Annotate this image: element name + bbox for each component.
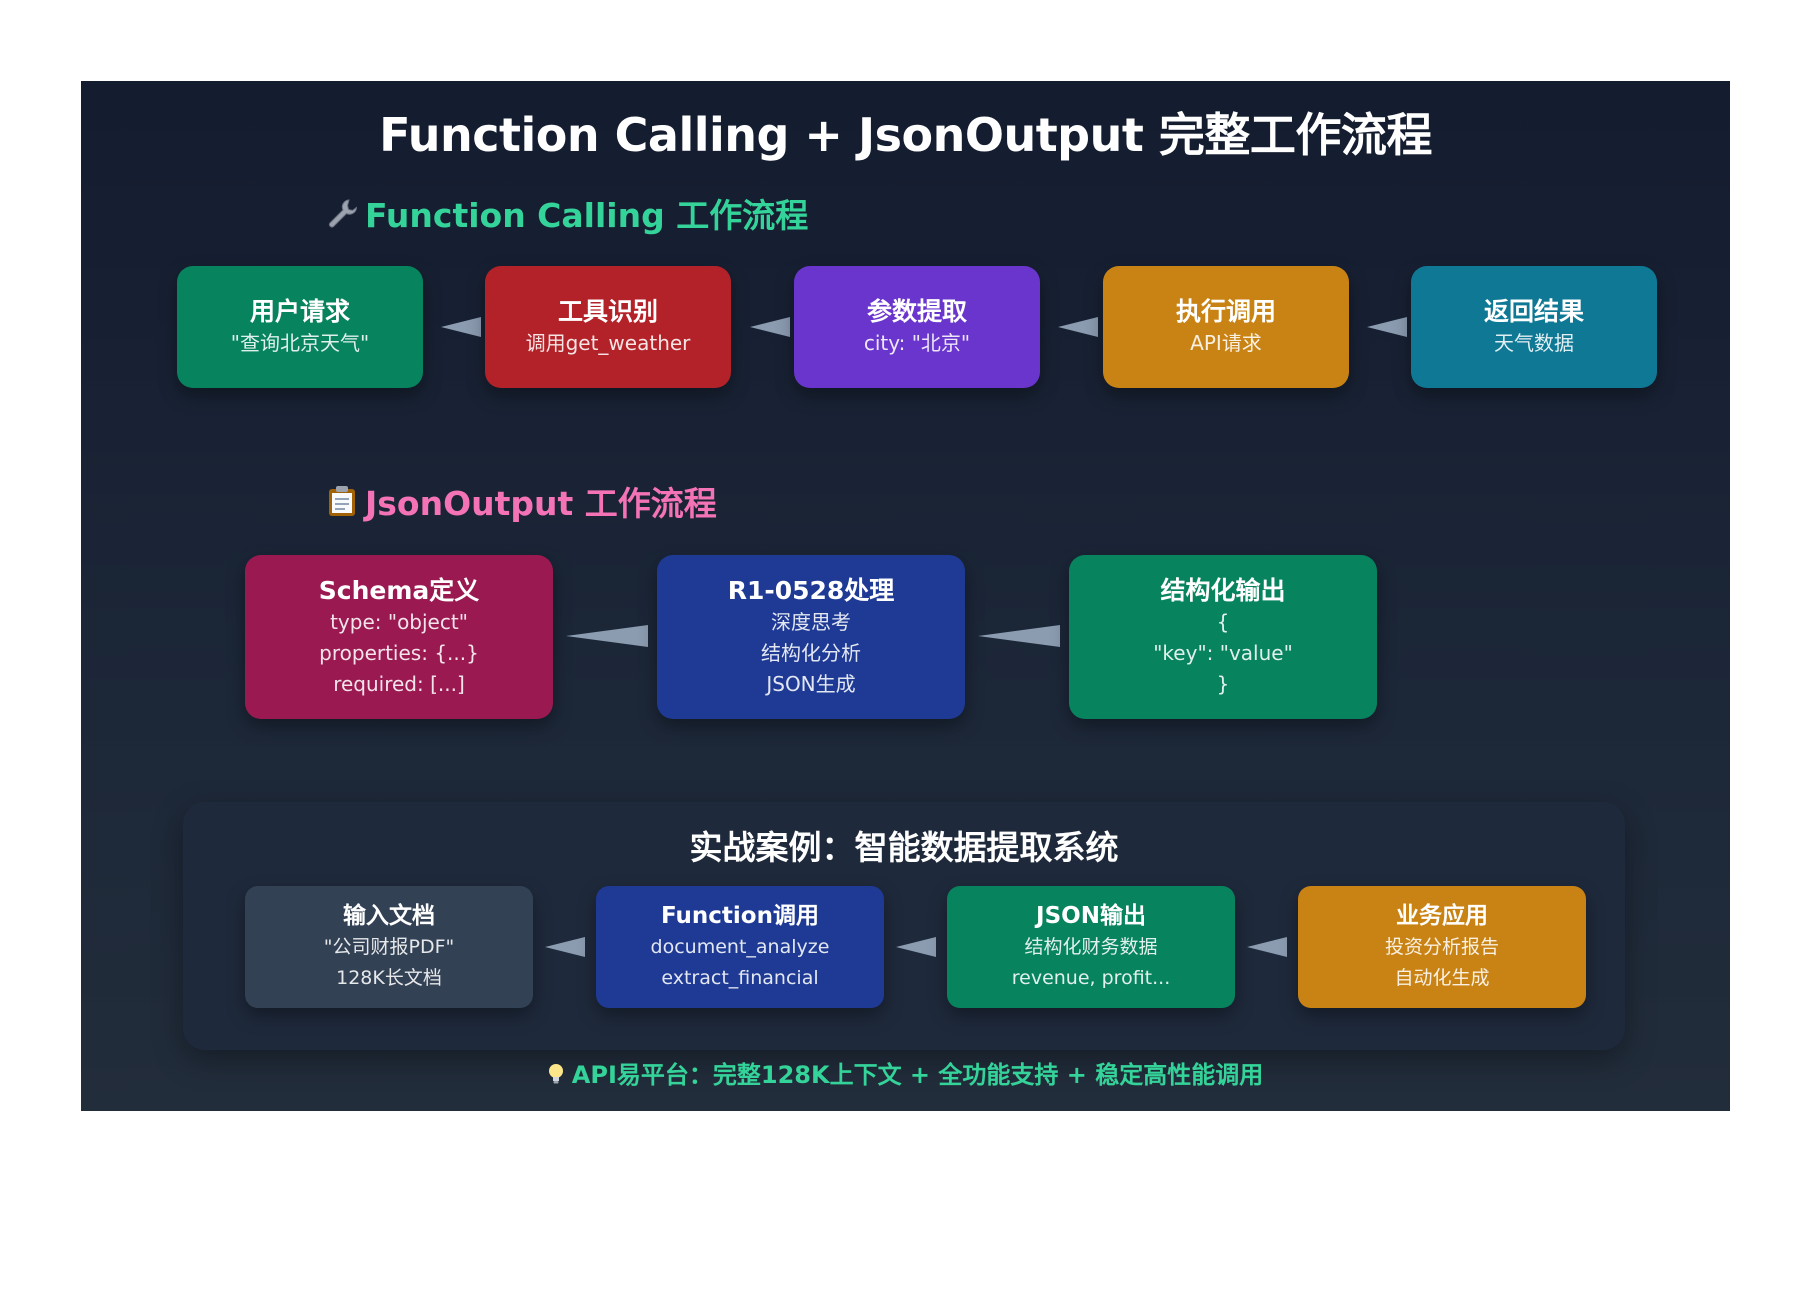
flow-arrow [1367,317,1407,337]
json-output-section-title: JsonOutput 工作流程 [325,477,717,525]
flow-arrow [750,317,790,337]
node-title: 执行调用 [1175,296,1276,326]
node-title: R1-0528处理 [727,575,895,605]
fc-node-execute-call: 执行调用 API请求 [1103,266,1349,388]
node-title: 用户请求 [249,296,350,326]
fc-node-user-request: 用户请求 "查询北京天气" [177,266,423,388]
node-title: 业务应用 [1396,903,1488,929]
node-line: type: "object" [330,609,468,634]
flow-arrow [566,625,648,647]
footer-note: API易平台：完整128K上下文 + 全功能支持 + 稳定高性能调用 [81,1055,1730,1090]
node-line: 自动化生成 [1394,967,1490,989]
flow-arrow [896,937,936,957]
lightbulb-icon [548,1063,564,1084]
node-title: 参数提取 [866,296,967,326]
fc-node-return-result: 返回结果 天气数据 [1411,266,1657,388]
wrench-icon [325,196,359,230]
jo-node-structured-output: 结构化输出 { "key": "value" } [1069,555,1377,719]
node-line: required: [...] [333,671,465,696]
node-line: API请求 [1190,330,1262,355]
node-line: 结构化财务数据 [1024,936,1158,958]
case-node-json-output: JSON输出 结构化财务数据 revenue, profit... [947,886,1235,1008]
fc-node-param-extract: 参数提取 city: "北京" [794,266,1040,388]
node-title: 结构化输出 [1160,575,1286,605]
node-line: "查询北京天气" [230,330,370,355]
node-line: document_analyze [650,936,830,958]
node-line: 投资分析报告 [1384,936,1499,958]
node-line: revenue, profit... [1011,967,1171,989]
node-line: 天气数据 [1494,330,1574,355]
node-line: extract_financial [661,967,819,989]
node-line: properties: {...} [319,640,479,665]
node-title: Schema定义 [318,575,480,605]
jo-node-r1-processing: R1-0528处理 深度思考 结构化分析 JSON生成 [657,555,965,719]
flow-arrow [1058,317,1098,337]
flow-arrow [978,625,1060,647]
function-calling-section-title: Function Calling 工作流程 [325,189,808,237]
case-node-function-call: Function调用 document_analyze extract_fina… [596,886,884,1008]
node-line: { [1216,609,1230,634]
case-node-business-app: 业务应用 投资分析报告 自动化生成 [1298,886,1586,1008]
page-title: Function Calling + JsonOutput 完整工作流程 [379,108,1432,162]
function-calling-title-text: Function Calling 工作流程 [365,196,809,235]
fc-node-tool-identify: 工具识别 调用get_weather [485,266,731,388]
node-line: "key": "value" [1153,640,1293,665]
node-line: JSON生成 [766,671,856,696]
footer-text: API易平台：完整128K上下文 + 全功能支持 + 稳定高性能调用 [571,1061,1264,1089]
diagram-canvas: Function Calling + JsonOutput 完整工作流程 Fun… [81,81,1730,1111]
node-line: 128K长文档 [336,967,442,989]
jo-node-schema: Schema定义 type: "object" properties: {...… [245,555,553,719]
node-line: "公司财报PDF" [323,936,455,958]
node-line: } [1216,671,1230,696]
flow-arrow [1247,937,1287,957]
node-title: 返回结果 [1483,296,1584,326]
flow-arrow [545,937,585,957]
node-line: 深度思考 [771,609,851,634]
json-output-title-text: JsonOutput 工作流程 [365,484,717,523]
clipboard-icon [325,484,359,518]
node-title: Function调用 [660,903,819,929]
node-title: 工具识别 [557,296,658,326]
case-node-input-document: 输入文档 "公司财报PDF" 128K长文档 [245,886,533,1008]
node-title: 输入文档 [343,903,435,929]
node-line: 结构化分析 [761,640,861,665]
node-line: 调用get_weather [525,330,691,355]
node-line: city: "北京" [863,330,971,355]
node-title: JSON输出 [1036,903,1146,929]
flow-arrow [441,317,481,337]
case-study-title: 实战案例：智能数据提取系统 [689,828,1119,867]
